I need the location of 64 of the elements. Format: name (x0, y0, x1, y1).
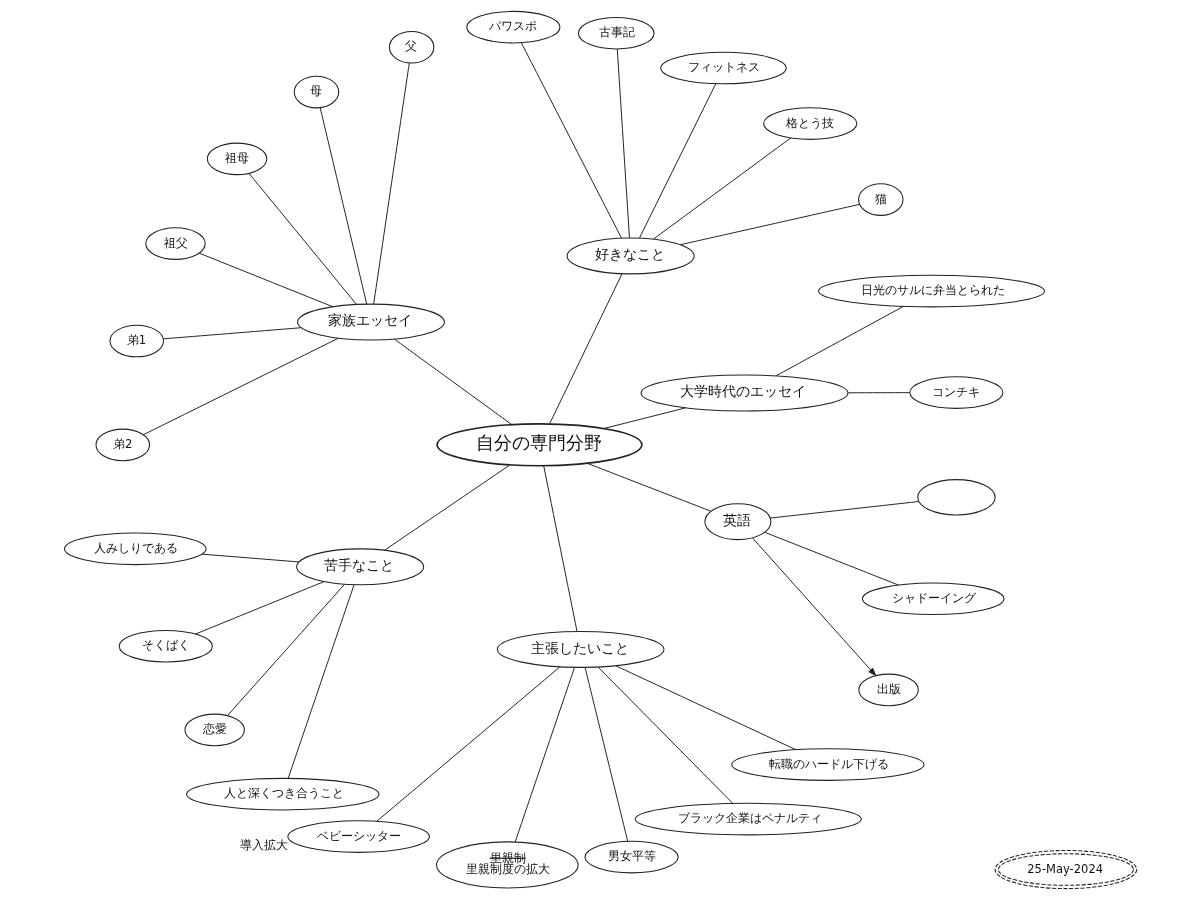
node-ellipse (916, 479, 996, 516)
connector (393, 338, 512, 426)
connector (679, 203, 860, 246)
connector (319, 107, 367, 305)
connector (847, 392, 910, 394)
node-ellipse: 日光のサルに弁当とられた (817, 274, 1045, 308)
connector (287, 584, 354, 779)
node-label: 導入拡大 (239, 838, 288, 853)
connector (548, 273, 622, 425)
connector (652, 137, 791, 240)
connector (375, 666, 560, 822)
node-ellipse: 主張したいこと (496, 630, 664, 668)
connector (514, 666, 575, 843)
node-ellipse: 祖母 (206, 142, 267, 176)
node-ellipse: 弟2 (94, 428, 150, 462)
node-ellipse: 苦手なこと (295, 548, 424, 586)
node-ellipse: コンチキ (908, 376, 1003, 409)
connector (616, 48, 630, 239)
node-ellipse: 古事記 (577, 16, 655, 50)
node-ellipse: 英語 (703, 503, 771, 541)
connector (769, 501, 919, 519)
node-ellipse: ベビーシッター (286, 820, 430, 853)
connector (775, 305, 904, 377)
node-ellipse: 弟1 (108, 324, 164, 358)
connector (542, 465, 577, 632)
connector (372, 62, 410, 305)
connector (614, 665, 796, 751)
node-ellipse: 父 (388, 30, 434, 64)
node-ellipse: 転職のハードル下げる (730, 748, 925, 781)
connector (198, 252, 333, 308)
connector (162, 327, 301, 340)
node-ellipse: パワスポ (465, 10, 560, 44)
node-ellipse: 人と深くつき合うこと (185, 777, 379, 811)
connector (586, 462, 711, 512)
node-ellipse: 大学時代のエッセイ (640, 374, 849, 412)
node-ellipse: 自分の専門分野 (435, 423, 643, 467)
connector (584, 666, 628, 842)
arrow (751, 537, 876, 677)
node-ellipse: 恋愛 (183, 713, 245, 747)
connector (247, 172, 357, 305)
connector (142, 337, 339, 436)
node-ellipse: そくばく (118, 629, 213, 663)
node-ellipse: 家族エッセイ (296, 303, 445, 341)
node-ellipse: 母 (293, 75, 339, 109)
node-ellipse: ブラック企業はペナルティ (634, 802, 862, 836)
connector (603, 407, 686, 429)
node-ellipse: 好きなこと (566, 237, 695, 275)
connector (226, 584, 345, 716)
node-ellipse: 男女平等 (583, 840, 679, 874)
node-ellipse: 里親制 里親制度の拡大 (435, 841, 579, 889)
connector (194, 581, 324, 635)
connector (520, 42, 622, 239)
node-ellipse: 格とう技 (762, 107, 857, 140)
node-ellipse: 人みしりである (63, 532, 207, 566)
connector (764, 531, 899, 586)
node-ellipse: シャドーイング (861, 582, 1005, 616)
connector (383, 464, 510, 551)
connector (638, 83, 716, 239)
node-ellipse: フィットネス (659, 51, 787, 85)
node-ellipse: 祖父 (144, 227, 206, 260)
node-ellipse: 猫 (857, 183, 904, 216)
connector (201, 553, 299, 563)
node-ellipse: 出版 (857, 673, 919, 707)
connector (597, 666, 733, 804)
